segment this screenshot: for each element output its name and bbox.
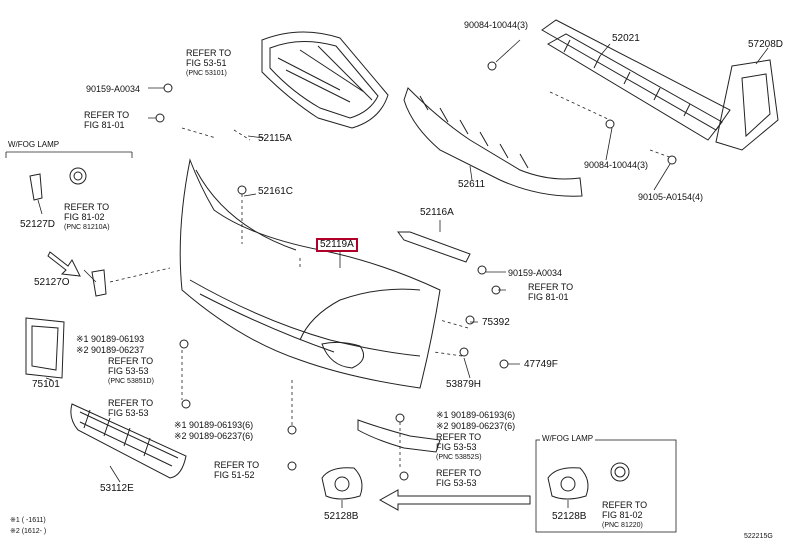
ref-5353c-3[interactable]: (PNC 53852S) [436, 454, 482, 461]
license-bracket [25, 317, 65, 379]
part-label-75392[interactable]: 75392 [482, 317, 510, 328]
ref-right81-2[interactable]: FIG 81-01 [528, 292, 569, 302]
part-label-52127o[interactable]: 52127O [34, 277, 70, 288]
ref-5353a-3[interactable]: (PNC 53851D) [108, 378, 154, 385]
fog-lamp-left [69, 167, 87, 185]
ref-fogr-2[interactable]: FIG 81-02 [602, 510, 643, 520]
part-label-52161c[interactable]: 52161C [258, 186, 294, 197]
ref-5353d-2[interactable]: FIG 53-53 [436, 478, 477, 488]
part-label-75101[interactable]: 75101 [32, 379, 60, 390]
bolt-label-mark4[interactable]: ※2 90189-06237(6) [174, 431, 254, 441]
ref-5353a-2[interactable]: FIG 53-53 [108, 366, 149, 376]
ref-5353a-1[interactable]: REFER TO [108, 356, 154, 366]
bumper-strip [397, 231, 471, 263]
bolt-label-mark1[interactable]: ※1 90189-06193 [76, 334, 145, 344]
fog-cover-left [321, 467, 363, 500]
ref-fogr-1[interactable]: REFER TO [602, 500, 648, 510]
energy-absorber [403, 87, 583, 197]
ref-fogr-3[interactable]: (PNC 81220) [602, 522, 643, 529]
bumper-reinforcement [541, 19, 731, 141]
part-label-52128b-right[interactable]: 52128B [552, 511, 587, 522]
drawing-id: 522215G [744, 533, 773, 540]
clip-52127O [91, 269, 107, 297]
bumper-cover [179, 158, 441, 389]
ref-5353b-1[interactable]: REFER TO [108, 398, 154, 408]
arm-bracket [715, 59, 779, 151]
ref-5353b-2[interactable]: FIG 53-53 [108, 408, 149, 418]
leader-lines [109, 91, 673, 470]
ref-5353c-2[interactable]: FIG 53-53 [436, 442, 477, 452]
bolt-label-90084-mid[interactable]: 90084-10044(3) [584, 160, 649, 170]
ref-grille-1[interactable]: REFER TO [186, 48, 232, 58]
lower-grille [70, 403, 187, 479]
upper-grille [261, 31, 389, 129]
ref-5152-2[interactable]: FIG 51-52 [214, 470, 255, 480]
part-label-57208d[interactable]: 57208D [748, 39, 784, 50]
ref-5353c-1[interactable]: REFER TO [436, 432, 482, 442]
bolt-label-90159-right[interactable]: 90159-A0034 [508, 268, 563, 278]
wfog-box-right [535, 439, 677, 533]
bolt-label-mark6[interactable]: ※2 90189-06237(6) [436, 421, 516, 431]
part-label-52128b-left[interactable]: 52128B [324, 511, 359, 522]
ref-fog-3[interactable]: (PNC 81210A) [64, 224, 110, 231]
footnote-1: ※1 ( -1611) [10, 517, 46, 524]
footnote-2: ※2 (1612- ) [10, 528, 47, 535]
ref-5353d-1[interactable]: REFER TO [436, 468, 482, 478]
ref-81a-1[interactable]: REFER TO [84, 110, 130, 120]
part-label-53112e[interactable]: 53112E [100, 483, 134, 494]
ref-grille-3[interactable]: (PNC 53101) [186, 70, 227, 77]
wfog-bracket-left [5, 151, 133, 158]
bolt-label-90105[interactable]: 90105-A0154(4) [638, 192, 704, 202]
side-retainer [357, 419, 441, 453]
bolt-label-90159-left[interactable]: 90159-A0034 [86, 84, 141, 94]
ref-grille-2[interactable]: FIG 53-51 [186, 58, 227, 68]
fog-lamp-right [610, 462, 630, 482]
bolt-label-mark3[interactable]: ※1 90189-06193(6) [174, 420, 254, 430]
part-label-53879h[interactable]: 53879H [446, 379, 482, 390]
ref-fog-1[interactable]: REFER TO [64, 202, 110, 212]
fog-cover-right [547, 467, 589, 500]
ref-right81-1[interactable]: REFER TO [528, 282, 574, 292]
ref-fog-2[interactable]: FIG 81-02 [64, 212, 105, 222]
part-label-52119a[interactable]: 52119A [316, 238, 358, 252]
ref-81a-2[interactable]: FIG 81-01 [84, 120, 125, 130]
part-label-52127d[interactable]: 52127D [20, 219, 56, 230]
forward-arrow-bottom [378, 489, 531, 511]
part-label-52611[interactable]: 52611 [458, 179, 486, 190]
wfog-header-right: W/FOG LAMP [540, 434, 596, 444]
bolt-label-mark2[interactable]: ※2 90189-06237 [76, 345, 145, 355]
ref-5152-1[interactable]: REFER TO [214, 460, 260, 470]
label-leaders [37, 39, 769, 508]
wfog-header-left: W/FOG LAMP [8, 140, 60, 149]
fog-bracket-left [29, 173, 43, 201]
part-label-52115a[interactable]: 52115A [258, 133, 292, 144]
bolt-label-90084-top[interactable]: 90084-10044(3) [464, 20, 529, 30]
part-label-47749f[interactable]: 47749F [524, 359, 558, 370]
part-label-52116a[interactable]: 52116A [420, 207, 454, 218]
part-label-52021[interactable]: 52021 [612, 33, 640, 44]
forward-arrow-left [47, 251, 81, 277]
bolt-label-mark5[interactable]: ※1 90189-06193(6) [436, 410, 516, 420]
